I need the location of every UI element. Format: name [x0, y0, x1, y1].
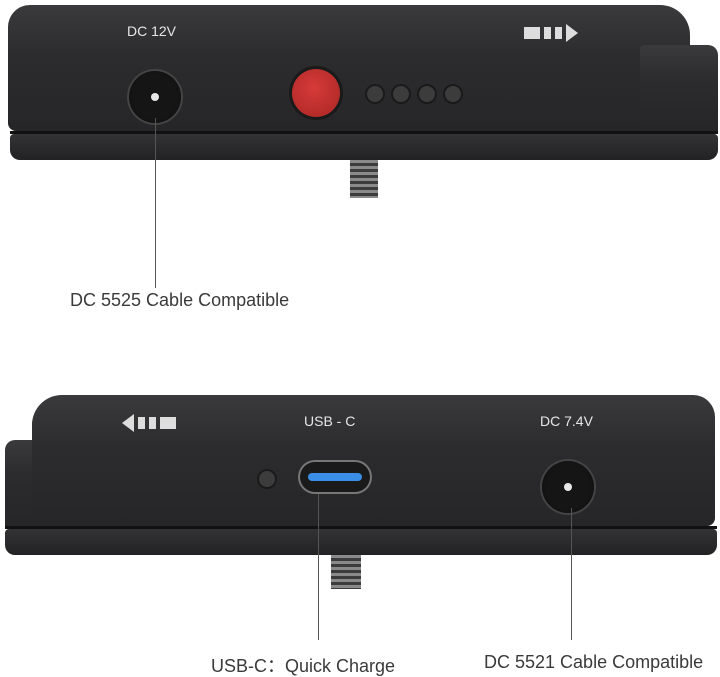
callout-line [155, 118, 156, 288]
top-device-side [640, 45, 718, 131]
jack-pin [151, 93, 159, 101]
dc-callout-line [571, 508, 572, 640]
bottom-device: USB - C DC 7.4V [0, 390, 720, 600]
battery-led-3 [419, 86, 435, 102]
top-device-body [8, 5, 690, 131]
record-button[interactable] [292, 69, 340, 117]
usb-c-callout: USB-C：Quick Charge [211, 656, 396, 676]
usb-c-tongue [308, 473, 362, 481]
usb-callout-line [318, 494, 319, 640]
bottom-device-plate [5, 529, 717, 555]
groove [10, 131, 718, 134]
dc-12v-label: DC 12V [127, 23, 177, 39]
groove [5, 526, 717, 529]
dc-7v4-label: DC 7.4V [540, 413, 593, 429]
dc-5521-callout: DC 5521 Cable Compatible [484, 652, 704, 672]
top-device-plate [10, 134, 718, 160]
battery-led-2 [393, 86, 409, 102]
top-device: DC 12V [0, 0, 720, 210]
mount-screw [331, 555, 361, 589]
mount-screw [350, 160, 378, 198]
battery-led-1 [367, 86, 383, 102]
arrow-right-icon [524, 24, 578, 42]
charge-led [259, 471, 275, 487]
usb-c-port[interactable] [300, 462, 370, 492]
bottom-device-body [32, 395, 715, 526]
battery-led-4 [445, 86, 461, 102]
usb-c-label: USB - C [304, 413, 356, 429]
jack-pin [564, 483, 572, 491]
dc-5525-callout: DC 5525 Cable Compatible [70, 290, 290, 310]
arrow-left-icon [122, 414, 176, 432]
